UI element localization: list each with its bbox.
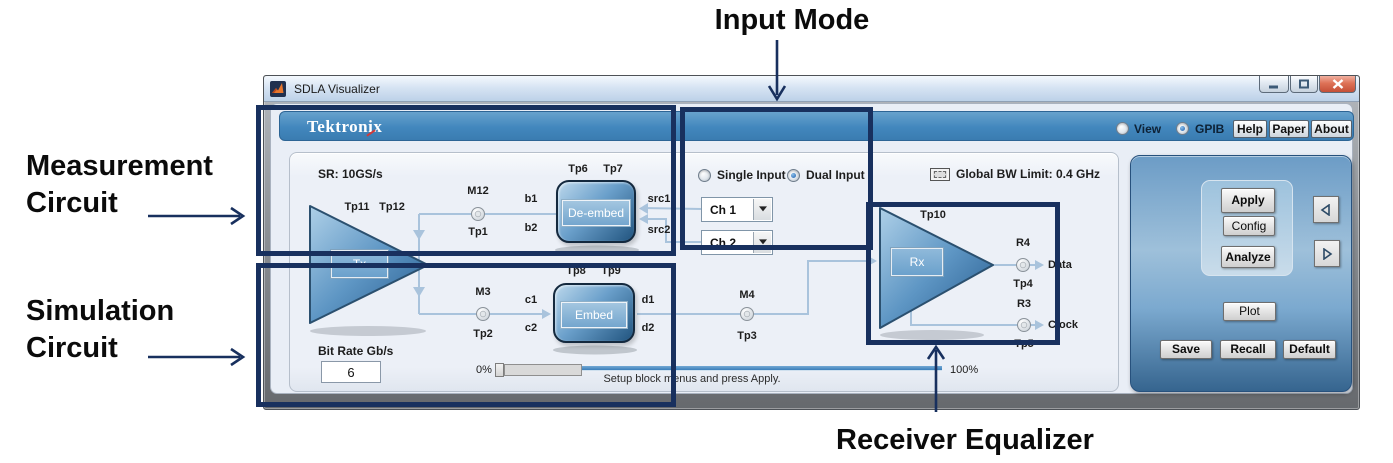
view-radio[interactable] [1116, 122, 1129, 135]
label-tp6: Tp6 [568, 163, 588, 175]
circuit-diagram-panel: SR: 10GS/s Global BW Limit: 0.4 GHz Sing… [289, 152, 1119, 392]
label-tp7: Tp7 [603, 163, 623, 175]
rx-button[interactable]: Rx [890, 247, 944, 277]
channel1-value: Ch 1 [710, 202, 737, 217]
deembed-button[interactable]: De-embed [561, 199, 631, 227]
label-tp5: Tp5 [1014, 338, 1034, 350]
bw-limit-label: Global BW Limit: 0.4 GHz [956, 167, 1101, 181]
default-button[interactable]: Default [1283, 340, 1336, 359]
test-point-nodes[interactable] [471, 207, 1031, 332]
label-m3: M3 [475, 286, 491, 298]
matlab-app-icon [270, 81, 286, 97]
next-arrow-button[interactable] [1314, 240, 1340, 267]
label-tp2: Tp2 [473, 328, 493, 340]
help-button[interactable]: Help [1233, 120, 1267, 138]
chevron-down-icon[interactable] [753, 199, 771, 220]
progress-max-label: 100% [950, 364, 979, 376]
channel2-value: Ch 2 [710, 235, 737, 250]
progress-bar [582, 366, 942, 371]
label-m4: M4 [739, 289, 755, 301]
bit-rate-input[interactable] [321, 361, 381, 383]
prev-arrow-button[interactable] [1313, 196, 1339, 223]
progress-track [504, 364, 582, 376]
dual-input-label: Dual Input [806, 168, 865, 182]
label-r3: R3 [1016, 298, 1032, 310]
analyze-button[interactable]: Analyze [1221, 246, 1275, 268]
label-src1: src1 [647, 193, 671, 205]
config-button[interactable]: Config [1223, 216, 1275, 236]
save-button[interactable]: Save [1160, 340, 1212, 359]
progress-slider-thumb[interactable] [495, 363, 504, 377]
window-title: SDLA Visualizer [294, 82, 380, 96]
tx-button[interactable]: Tx [330, 249, 389, 279]
app-window: SDLA Visualizer Tektronix View GPIB Help… [263, 75, 1360, 410]
close-button[interactable] [1319, 76, 1356, 93]
plot-button[interactable]: Plot [1223, 302, 1276, 321]
label-tp10: Tp10 [920, 209, 946, 221]
channel2-dropdown[interactable]: Ch 2 [701, 230, 773, 255]
paper-button[interactable]: Paper [1269, 120, 1309, 138]
single-input-radio[interactable] [698, 169, 711, 182]
label-b1: b1 [524, 193, 538, 205]
single-input-label: Single Input [717, 168, 786, 182]
label-clock: Clock [1048, 319, 1078, 331]
label-src2: src2 [647, 224, 671, 236]
sample-rate-label: SR: 10GS/s [318, 167, 383, 181]
deembed-block[interactable]: De-embed [556, 180, 636, 243]
tektronix-logo: Tektronix [307, 117, 383, 136]
dual-input-radio[interactable] [787, 169, 800, 182]
label-tp1: Tp1 [468, 226, 488, 238]
label-b2: b2 [524, 222, 538, 234]
label-tp3: Tp3 [737, 330, 757, 342]
label-m12: M12 [467, 185, 489, 197]
label-tp9: Tp9 [601, 265, 621, 277]
channel1-dropdown[interactable]: Ch 1 [701, 197, 773, 222]
recall-button[interactable]: Recall [1220, 340, 1276, 359]
label-tp4: Tp4 [1013, 278, 1033, 290]
control-panel: Apply Config Analyze Plot Save Recall De… [1130, 155, 1352, 392]
annotation-receiver-equalizer: Receiver Equalizer [836, 424, 1094, 456]
bit-rate-label: Bit Rate Gb/s [318, 344, 394, 358]
label-data: Data [1048, 259, 1072, 271]
gpib-radio-label: GPIB [1195, 122, 1225, 136]
label-d1: d1 [641, 294, 655, 306]
minimize-button[interactable] [1259, 76, 1289, 93]
about-button[interactable]: About [1311, 120, 1352, 138]
title-bar[interactable]: SDLA Visualizer [264, 76, 1359, 102]
annotation-input-mode: Input Mode [714, 4, 870, 36]
label-tp8: Tp8 [566, 265, 586, 277]
chevron-down-icon[interactable] [753, 232, 771, 253]
bw-limit-icon [930, 168, 950, 181]
gpib-radio[interactable] [1176, 122, 1189, 135]
embed-block[interactable]: Embed [553, 283, 635, 343]
client-area: Tektronix View GPIB Help Paper About [270, 103, 1354, 394]
status-message: Setup block menus and press Apply. [603, 373, 781, 385]
label-tp12: Tp12 [379, 201, 405, 213]
view-radio-label: View [1134, 122, 1162, 136]
embed-button[interactable]: Embed [560, 301, 628, 329]
maximize-button[interactable] [1290, 76, 1318, 93]
label-c1: c1 [524, 294, 538, 306]
label-d2: d2 [641, 322, 655, 334]
tektronix-header-bar: Tektronix View GPIB Help Paper About [279, 111, 1354, 141]
circuit-wires [309, 203, 1044, 355]
apply-button[interactable]: Apply [1221, 188, 1275, 213]
progress-min-label: 0% [476, 364, 492, 376]
label-tp11: Tp11 [344, 201, 370, 213]
label-r4: R4 [1015, 237, 1031, 249]
label-c2: c2 [524, 322, 538, 334]
